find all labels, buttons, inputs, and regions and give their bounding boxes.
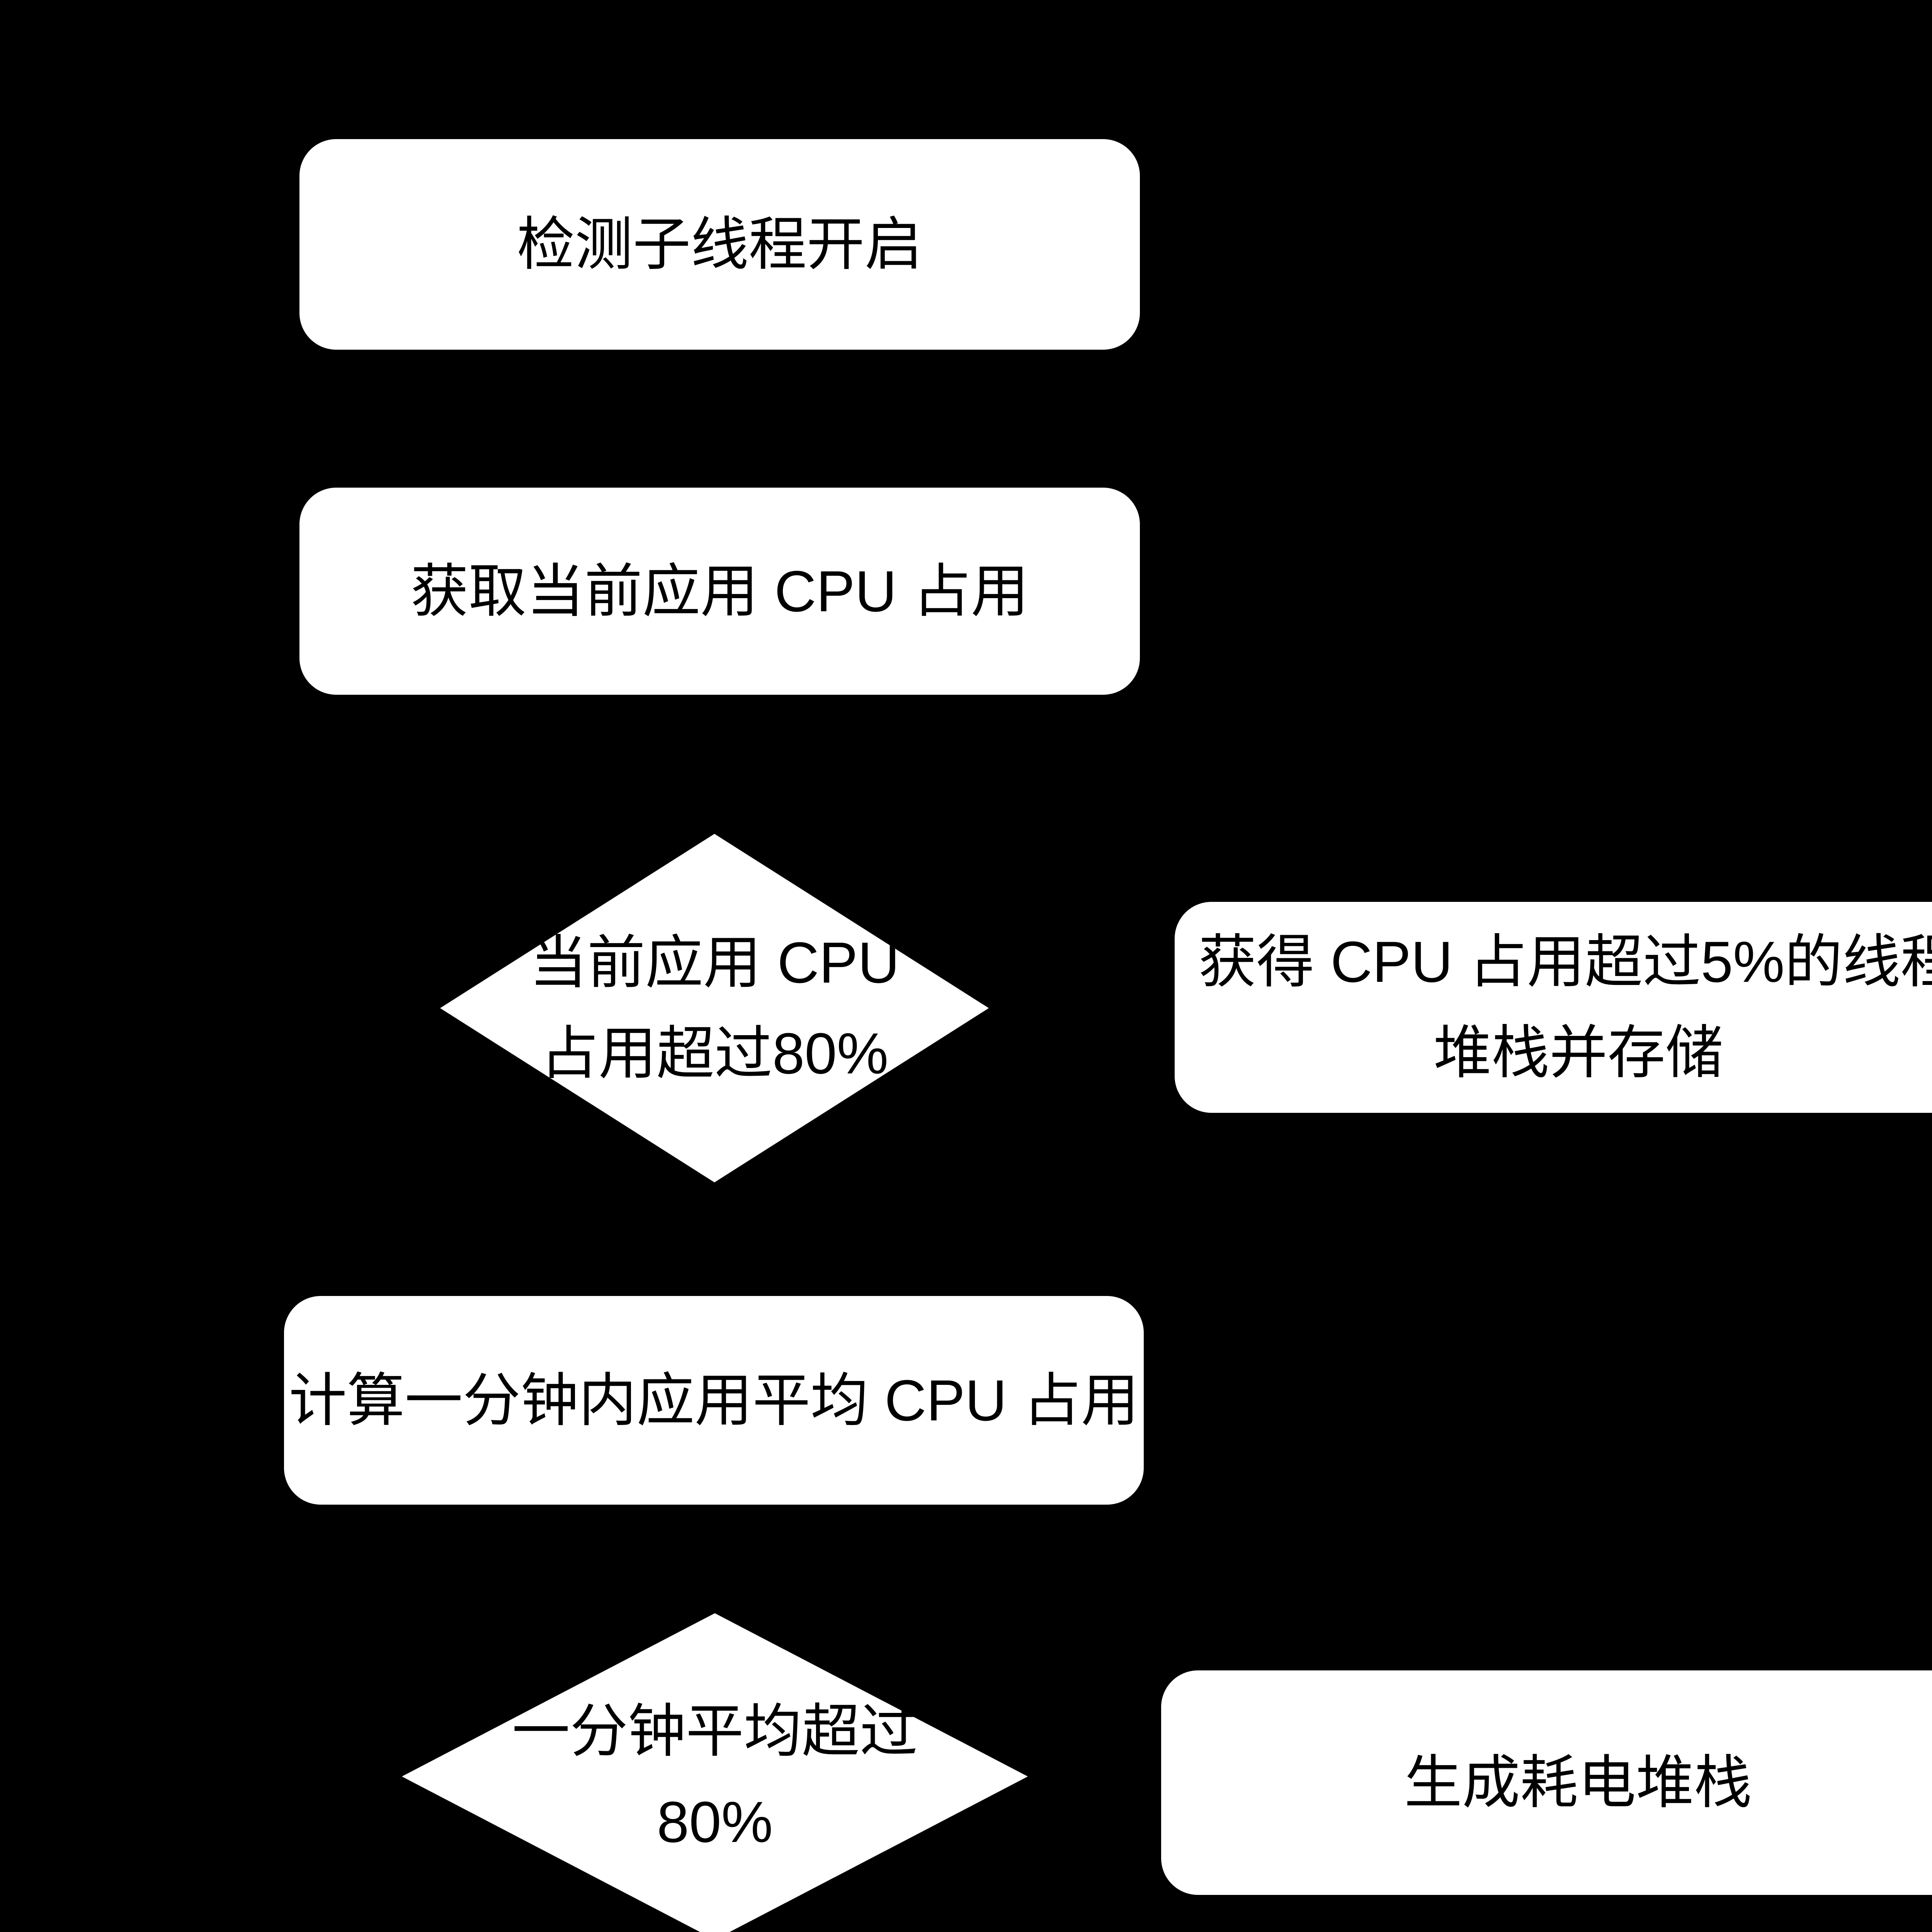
node-label-line-2: 占用超过80% bbox=[540, 1021, 889, 1086]
flowchart-node-store-thread-stacks: 获得 CPU 占用超过5%的线程 堆栈并存储 bbox=[1175, 902, 1932, 1113]
node-label: 检测子线程开启 bbox=[517, 212, 923, 277]
flowchart-node-start: 检测子线程开启 bbox=[299, 139, 1140, 350]
node-label-line-1: 一分钟平均超过 bbox=[512, 1698, 918, 1764]
node-label-line-1: 获得 CPU 占用超过5%的线程 bbox=[1198, 929, 1932, 994]
node-label: 获取当前应用 CPU 占用 bbox=[410, 558, 1029, 624]
node-label-line-2: 堆栈并存储 bbox=[1433, 1020, 1723, 1085]
node-label-line-2: 80% bbox=[656, 1789, 773, 1854]
flowchart-node-calc-avg-cpu: 计算一分钟内应用平均 CPU 占用 bbox=[284, 1296, 1144, 1505]
node-label: 生成耗电堆栈 bbox=[1404, 1750, 1752, 1815]
flowchart-node-generate-power-stack: 生成耗电堆栈 bbox=[1161, 1670, 1932, 1895]
flowchart-decision-avg-over-80: 一分钟平均超过 80% bbox=[402, 1613, 1028, 1932]
node-label-line-1: 当前应用 CPU bbox=[529, 930, 900, 995]
flowchart-node-get-current-cpu: 获取当前应用 CPU 占用 bbox=[299, 488, 1140, 695]
flowchart-decision-current-cpu-over-80: 当前应用 CPU 占用超过80% bbox=[440, 834, 989, 1182]
node-label: 计算一分钟内应用平均 CPU 占用 bbox=[289, 1367, 1139, 1433]
